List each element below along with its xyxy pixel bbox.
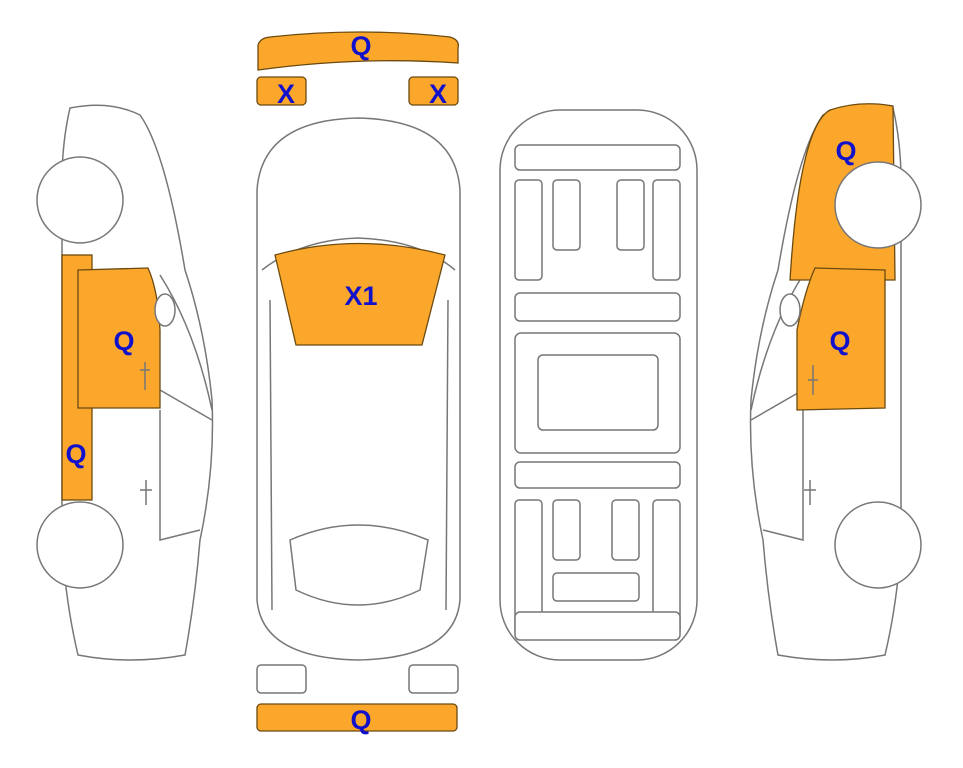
front-left-light-label: X xyxy=(277,79,295,109)
front-left-light[interactable] xyxy=(256,76,307,106)
front-right-light[interactable] xyxy=(408,76,459,106)
windshield-label: X1 xyxy=(344,281,377,311)
left-rocker-label: Q xyxy=(65,439,86,469)
front-right-light-label: X xyxy=(429,79,447,109)
rear-bumper[interactable] xyxy=(256,703,458,732)
right-front-fender-label: Q xyxy=(835,136,856,166)
rear-bumper-label: Q xyxy=(350,705,371,735)
left-front-door-label: Q xyxy=(113,326,134,356)
right-front-door-panel[interactable] xyxy=(796,267,886,411)
windshield[interactable] xyxy=(274,242,446,346)
underbody-view xyxy=(499,109,698,661)
top-view: Q X X X1 Q xyxy=(256,31,461,735)
right-front-wheel xyxy=(834,161,922,249)
right-rear-wheel xyxy=(834,501,922,589)
left-front-wheel xyxy=(36,156,124,244)
front-bumper[interactable] xyxy=(257,31,459,71)
left-side-view: Q Q xyxy=(36,104,214,661)
front-bumper-label: Q xyxy=(350,31,371,61)
right-front-door-label: Q xyxy=(829,326,850,356)
left-rear-wheel xyxy=(36,501,124,589)
right-side-view: Q Q xyxy=(749,103,922,661)
